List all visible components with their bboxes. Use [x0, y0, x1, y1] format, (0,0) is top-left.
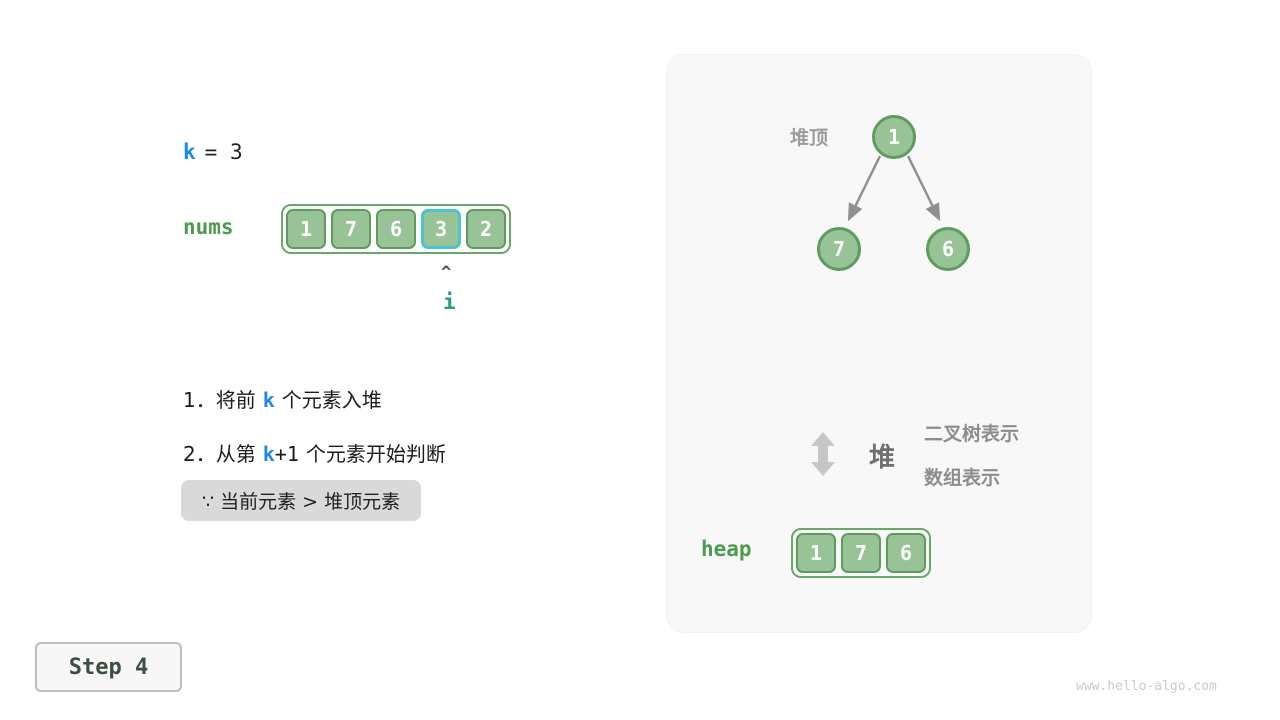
tree-representation-label: 二叉树表示	[924, 423, 1020, 445]
note2-rest: 个元素开始判断	[305, 442, 446, 466]
tree-node-root: 1	[872, 115, 916, 159]
swap-updown-arrow-icon	[811, 432, 835, 476]
because-condition-box: ∵ 当前元素 > 堆顶元素	[181, 480, 422, 521]
heap-panel: 堆顶 1 7 6 堆 二叉树表示 数组表示 heap 1 7 6	[666, 54, 1092, 633]
watermark: www.hello-algo.com	[1076, 679, 1217, 694]
pointer-caret-icon: ^	[441, 263, 452, 283]
heap-top-label: 堆顶	[790, 127, 829, 149]
note1-k-variable: k	[262, 388, 275, 412]
note1-rest: 个元素入堆	[281, 388, 382, 412]
nums-cell-1: 7	[331, 209, 371, 249]
pointer-i-label: i	[443, 290, 456, 314]
note2-prefix: 2．从第	[183, 442, 256, 466]
array-representation-label: 数组表示	[924, 467, 1001, 489]
heap-chinese-label: 堆	[869, 443, 896, 473]
because-text: ∵ 当前元素 > 堆顶元素	[202, 491, 401, 513]
step-label: Step 4	[68, 654, 149, 680]
nums-cell-4: 2	[466, 209, 506, 249]
tree-node-left-child: 7	[817, 227, 861, 271]
nums-label: nums	[183, 215, 234, 239]
k-value: = 3	[204, 140, 243, 164]
heap-cell-2: 6	[886, 533, 926, 573]
nums-array: 1 7 6 3 2	[281, 204, 511, 254]
k-variable: k	[183, 140, 196, 164]
heap-cell-1: 7	[841, 533, 881, 573]
nums-cell-0: 1	[286, 209, 326, 249]
heap-label: heap	[701, 537, 752, 561]
nums-cell-2: 6	[376, 209, 416, 249]
note1-prefix: 1．将前	[183, 388, 256, 412]
note2-k-variable: k	[262, 442, 275, 466]
heap-array: 1 7 6	[791, 528, 931, 578]
note2-k-plus-one: +1	[274, 442, 299, 466]
k-declaration: k = 3	[183, 140, 243, 164]
heap-cell-0: 1	[796, 533, 836, 573]
tree-node-right-child: 6	[926, 227, 970, 271]
tree-edges	[847, 155, 941, 222]
step-indicator: Step 4	[35, 642, 182, 692]
nums-cell-3-highlighted: 3	[421, 209, 461, 249]
